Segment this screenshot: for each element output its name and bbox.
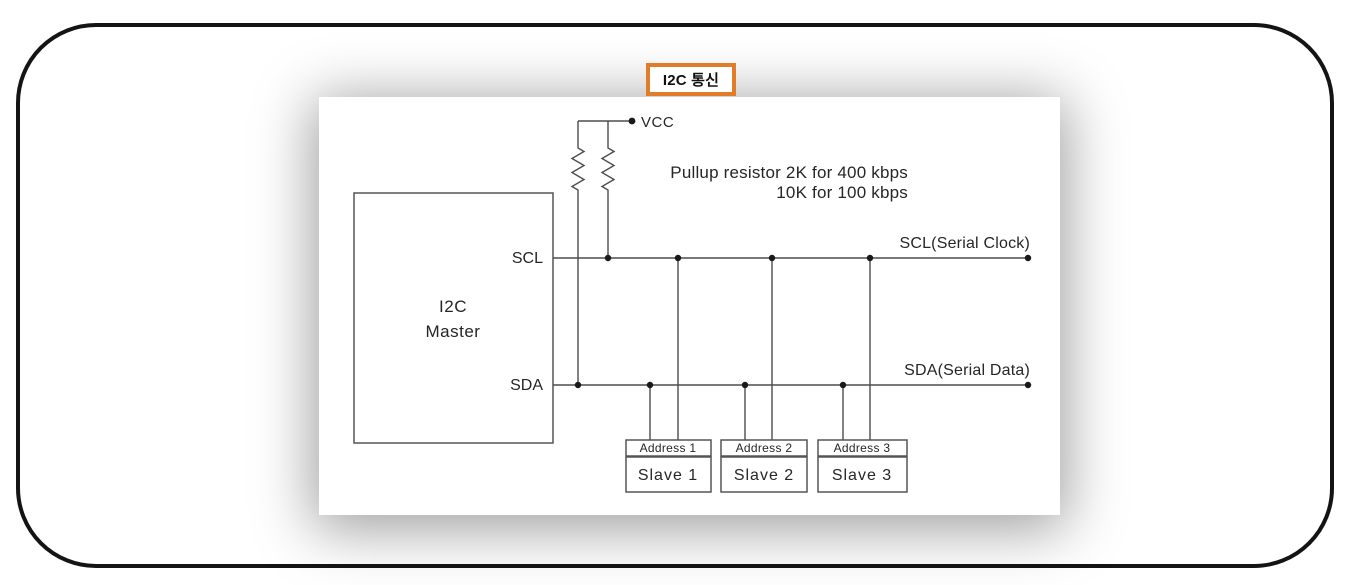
slave1-address-label: Address 1 [640, 441, 697, 455]
vcc-label: VCC [641, 114, 674, 131]
slave3-address-box [817, 439, 908, 457]
pullup-note-line1: Pullup resistor 2K for 400 kbps [670, 163, 908, 182]
master-scl-pin-label: SCL [512, 250, 543, 267]
sda-bus-label: SDA(Serial Data) [904, 362, 1030, 379]
sda-pullup-junction-dot [574, 381, 582, 389]
pullup-resistor-sda [570, 121, 586, 385]
slave2-box [720, 456, 808, 493]
slave3-address-label: Address 3 [834, 441, 891, 455]
slave2-scl-junction-dot [768, 254, 776, 262]
scl-pullup-junction-dot [604, 254, 612, 262]
sda-bus-end-dot [1024, 381, 1032, 389]
master-label-line2: Master [426, 322, 481, 341]
master-sda-pin-label: SDA [510, 377, 543, 394]
slave1-address-box [625, 439, 712, 457]
vcc-node-dot [628, 117, 636, 125]
i2c-wiring-diagram: VCC Pullup resistor 2K for 400 kbps 10K … [353, 114, 1032, 493]
slave1-box [625, 456, 712, 493]
slave3-sda-junction-dot [839, 381, 847, 389]
slave3-label: Slave 3 [832, 467, 892, 484]
outer-rounded-frame [16, 23, 1334, 568]
scl-bus-end-dot [1024, 254, 1032, 262]
pullup-note-line2: 10K for 100 kbps [776, 183, 908, 202]
diagram-title-box: I2C 통신 [646, 63, 736, 96]
slave2-address-box [720, 439, 808, 457]
master-label-line1: I2C [439, 297, 467, 316]
slave2-label: Slave 2 [734, 467, 794, 484]
scl-bus-label: SCL(Serial Clock) [899, 235, 1030, 252]
i2c-master-box [353, 192, 554, 444]
pullup-resistor-scl [600, 121, 616, 258]
diagram-title: I2C 통신 [662, 72, 720, 89]
slave1-sda-junction-dot [646, 381, 654, 389]
slave3-box [817, 456, 908, 493]
slave2-address-label: Address 2 [736, 441, 793, 455]
slave1-label: Slave 1 [638, 467, 698, 484]
slave3-scl-junction-dot [866, 254, 874, 262]
diagram-panel: VCC Pullup resistor 2K for 400 kbps 10K … [319, 97, 1060, 515]
slave2-sda-junction-dot [741, 381, 749, 389]
slave1-scl-junction-dot [674, 254, 682, 262]
